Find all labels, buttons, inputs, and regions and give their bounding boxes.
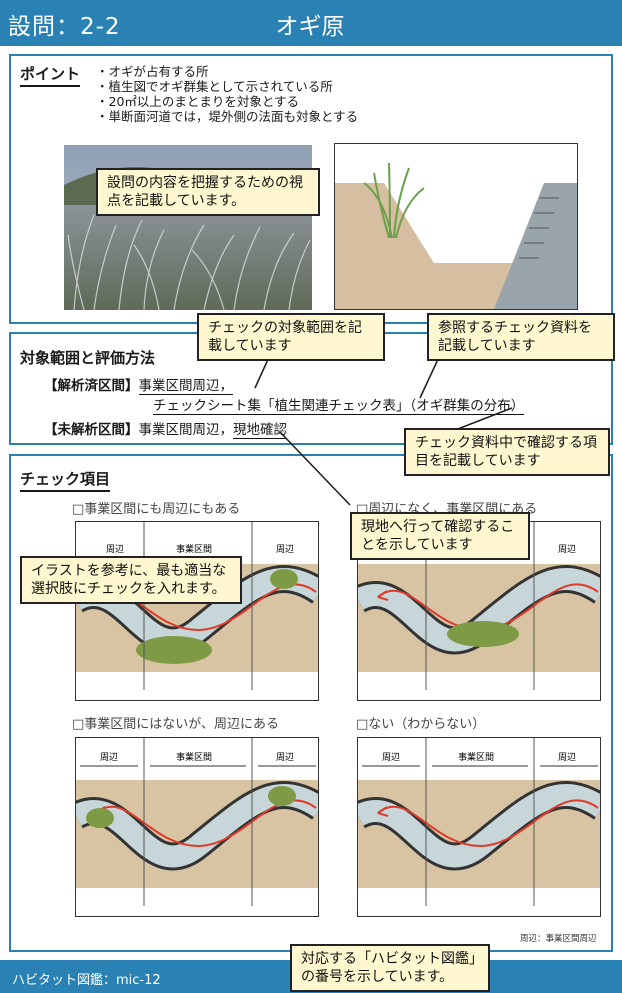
option-diagram-side: 周辺 事業区間 周辺 — [75, 737, 319, 917]
zone-label-side: 周辺 — [276, 544, 294, 555]
scope-material-callout: 参照するチェック資料を記載しています — [427, 313, 615, 361]
zone-label-side: 周辺 — [100, 752, 118, 763]
unanalyzed-row: 【未解析区間】事業区間周辺，現地確認 — [44, 418, 287, 439]
scope-heading: 対象範囲と評価方法 — [20, 349, 156, 367]
unanalyzed-range: 事業区間周辺， — [138, 422, 234, 438]
page-header: 設問：2-2 オギ原 — [0, 0, 622, 46]
question-number: 設問：2-2 — [8, 14, 121, 40]
scope-range-callout: チェックの対象範囲を記載しています — [197, 313, 385, 361]
zone-note: 周辺：事業区間周辺 — [520, 934, 597, 944]
check-callout: イラストを参考に、最も適当な選択肢にチェックを入れます。 — [20, 556, 242, 604]
page-title: オギ原 — [275, 14, 345, 40]
analyzed-label: 【解析済区間】 — [44, 378, 139, 394]
option-diagram-none: 周辺 事業区間 周辺 — [357, 737, 601, 917]
zone-label-project: 事業区間 — [176, 751, 212, 763]
analyzed-item: （オギ群集の分布） — [409, 398, 525, 415]
bullet-item: 植生図でオギ群集として示されている所 — [96, 79, 358, 94]
habitat-code: ハビタット図鑑：mic-12 — [12, 973, 161, 988]
analyzed-row: 【解析済区間】事業区間周辺， — [44, 374, 233, 395]
option-label: □事業区間にも周辺にもある — [72, 502, 241, 517]
bullet-item: 単断面河道では，堤外側の法面も対象とする — [96, 109, 359, 124]
unanalyzed-label: 【未解析区間】 — [44, 422, 139, 438]
bullet-item: 20㎡以上のまとまりを対象とする — [96, 94, 358, 109]
zone-label-side: 周辺 — [558, 752, 576, 763]
habitat-callout: 対応する「ハビタット図鑑」の番号を示しています。 — [290, 944, 490, 992]
check-heading: チェック項目 — [20, 468, 111, 492]
zone-label-side: 周辺 — [382, 752, 400, 763]
point-callout: 設問の内容を把握するための視点を記載しています。 — [96, 168, 320, 216]
zone-label-side: 周辺 — [106, 544, 124, 555]
analyzed-sheet: チェックシート集「植生関連チェック表」 — [153, 398, 410, 415]
cross-section-diagram — [334, 143, 578, 310]
unanalyzed-method: 現地確認 — [233, 422, 287, 439]
option-label: □ない（わからない） — [356, 717, 486, 732]
analyzed-range: 事業区間周辺， — [138, 378, 233, 395]
zone-label-side: 周辺 — [276, 752, 294, 763]
point-heading: ポイント — [20, 63, 81, 87]
option-diagram-both: 周辺 事業区間 周辺 — [75, 521, 319, 701]
zone-label-project: 事業区間 — [176, 543, 212, 555]
scope-item-callout: チェック資料中で確認する項目を記載しています — [404, 428, 610, 476]
analyzed-sheet-row: チェックシート集「植生関連チェック表」（オギ群集の分布） — [153, 394, 525, 415]
option-label: □事業区間にはないが、周辺にある — [72, 717, 280, 732]
zone-label-side: 周辺 — [558, 544, 576, 555]
bullet-item: オギが占有する所 — [96, 64, 358, 79]
point-bullets: オギが占有する所 植生図でオギ群集として示されている所 20㎡以上のまとまりを対… — [96, 64, 359, 124]
site-check-callout: 現地へ行って確認することを示しています — [350, 512, 530, 560]
zone-label-project: 事業区間 — [458, 751, 494, 763]
